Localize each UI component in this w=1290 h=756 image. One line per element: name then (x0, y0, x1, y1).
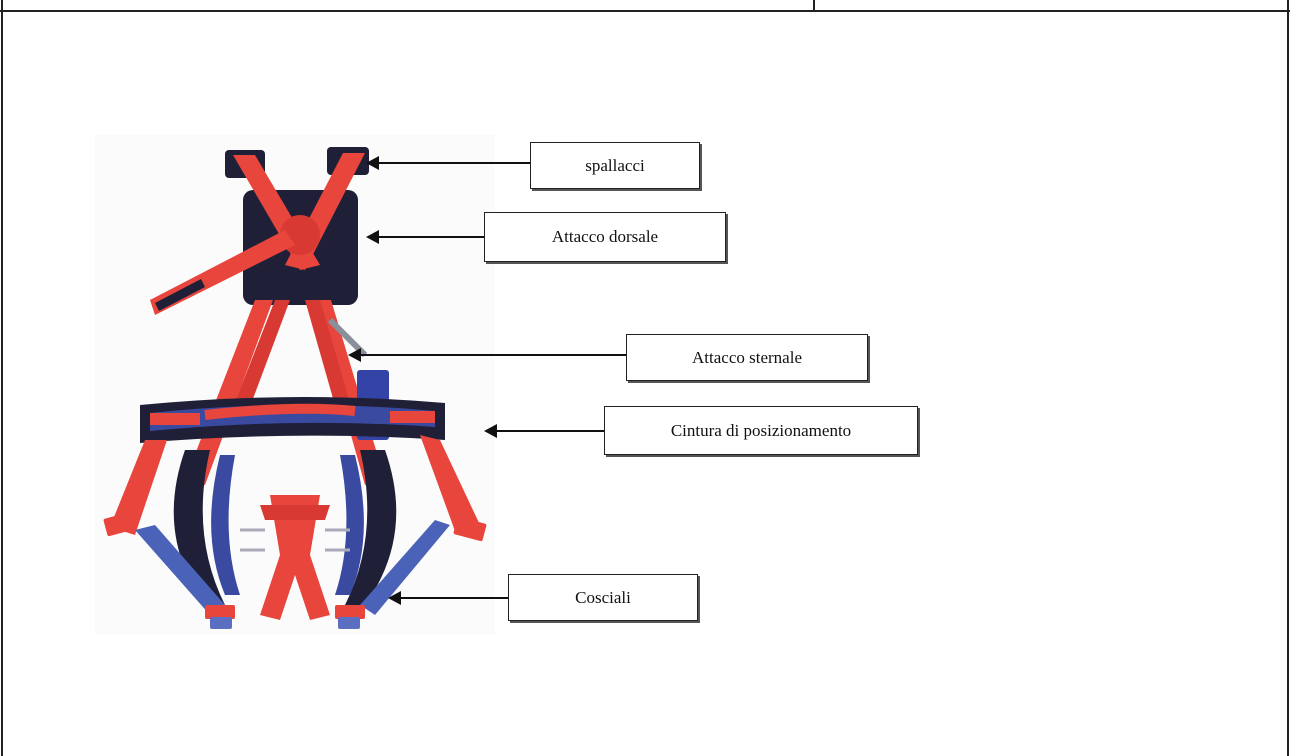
arrow-cintura (486, 430, 604, 432)
label-attacco-sternale: Attacco sternale (626, 334, 868, 381)
harness-illustration (95, 135, 495, 635)
arrow-cosciali (390, 597, 508, 599)
label-attacco-dorsale: Attacco dorsale (484, 212, 726, 262)
arrow-attacco-sternale (350, 354, 626, 356)
harness-photo (95, 135, 495, 635)
label-cosciali: Cosciali (508, 574, 698, 621)
label-spallacci: spallacci (530, 142, 700, 189)
frame-left-border (1, 0, 3, 756)
label-cintura-di-posizionamento: Cintura di posizionamento (604, 406, 918, 455)
arrow-attacco-dorsale (368, 236, 484, 238)
arrow-spallacci (368, 162, 530, 164)
frame-top-border (0, 10, 1290, 12)
frame-top-divider (813, 0, 815, 12)
frame-right-border (1287, 0, 1289, 756)
